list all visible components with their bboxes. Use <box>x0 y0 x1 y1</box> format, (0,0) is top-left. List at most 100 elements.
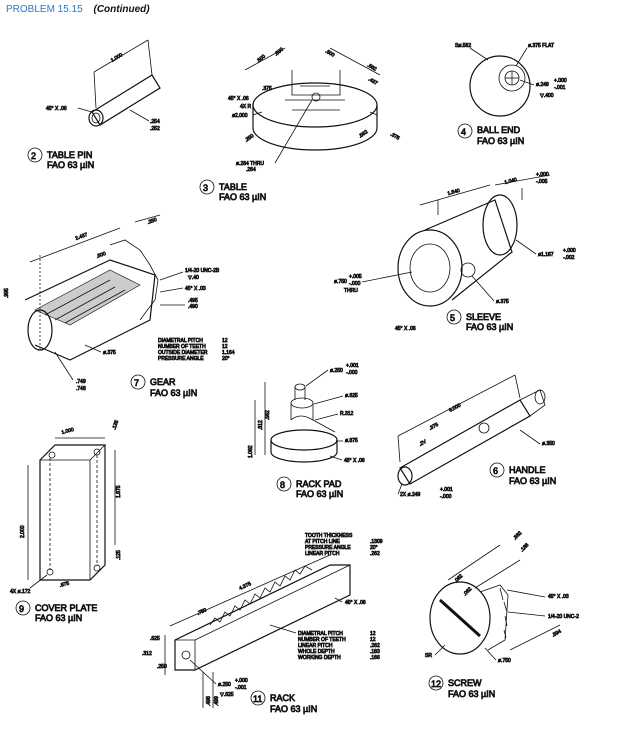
gear-d1: .495 <box>188 298 198 304</box>
part-finish: FAO 63 µIN <box>466 322 513 332</box>
sleeve-hole: ø.375 <box>496 299 509 305</box>
part-number: 3 <box>203 183 208 193</box>
pin-length-dim: 1.000 <box>110 52 124 64</box>
rackpad-chamfer: 45° X .06 <box>344 458 365 464</box>
cover-inset: .875 <box>59 581 70 589</box>
handle-dia: ø.350 <box>542 441 555 447</box>
part-number: 11 <box>253 694 262 704</box>
ball-tol-p: +.000 <box>554 78 567 84</box>
part-name: TABLE PIN <box>47 150 92 160</box>
table-d6: .375 <box>389 132 401 142</box>
part-name: SLEEVE <box>466 312 501 322</box>
gear-od1: .749 <box>76 379 86 385</box>
gear-b: .250 <box>147 217 158 226</box>
ball-tol-m: -.001 <box>554 85 566 91</box>
part-label-2: 2 TABLE PIN FAO 63 µIN <box>27 147 95 170</box>
part-label-7: 7 GEAR FAO 63 µIN <box>130 374 198 398</box>
rack-hole: ø.250 <box>218 682 231 688</box>
rack-e: .498 <box>206 696 212 706</box>
part-label-3: 3 TABLE FAO 63 µIN <box>199 179 267 202</box>
pin-dia2: .252 <box>150 126 160 132</box>
rack-tooth-val: 20° <box>370 545 378 551</box>
part-name: BALL END <box>477 125 521 135</box>
part-number: 2 <box>31 151 36 161</box>
rackpad-tol-m: -.000 <box>346 370 358 376</box>
screw-chamfer: 45° X .03 <box>548 594 569 600</box>
part-finish: FAO 63 µIN <box>296 489 343 499</box>
part-name: RACK PAD <box>296 479 342 489</box>
part-label-5: 5 SLEEVE FAO 63 µIN <box>446 309 514 332</box>
table-thru: ø.264 THRU <box>236 161 264 167</box>
ball-flat: ø.375 FLAT <box>528 43 554 49</box>
handle-a: .375 <box>428 422 440 432</box>
sleeve-chamfer: 45° X .06 <box>395 326 416 332</box>
rack-f: .499 <box>214 696 220 706</box>
part-number: 5 <box>450 313 455 323</box>
gear-chamfer: 45° X .03 <box>185 286 206 292</box>
sleeve-od-m: -.002 <box>563 255 575 261</box>
sleeve-od: ø1.167 <box>538 252 554 258</box>
gear-spec-val: 1.164 <box>222 350 235 356</box>
pin-dia1: .254 <box>150 119 160 125</box>
rack-d: .250 <box>157 664 167 670</box>
gear-spec-key: DIAMETRAL PITCH <box>158 338 203 344</box>
ball-sph: Sø.562 <box>455 43 471 49</box>
part-label-6: 6 HANDLE FAO 63 µIN <box>489 462 557 486</box>
gear-hole: ø.375 <box>103 350 116 356</box>
part-name: COVER PLATE <box>35 603 97 613</box>
rack-spec-key: WORKING DEPTH <box>298 655 341 661</box>
rack-b: .625 <box>150 636 160 642</box>
rack-spec-val: 12 <box>370 631 376 637</box>
gear-len: 2.437 <box>75 232 89 242</box>
rack-spec-table: DIAMETRAL PITCH 12 NUMBER OF TEETH 12 LI… <box>298 631 381 662</box>
table-radius: 4X R <box>240 104 252 110</box>
handle-tol-p: +.001 <box>440 487 453 493</box>
ball-hole: ø.249 <box>536 82 549 88</box>
gear-a: .500 <box>96 251 107 260</box>
screw-sr: SR <box>425 653 432 659</box>
rack-spec-val: .262 <box>370 643 380 649</box>
screw-d4: .062 <box>462 586 473 597</box>
gear-d2: .490 <box>188 304 198 310</box>
rack-chamfer: 45° X .06 <box>345 600 366 606</box>
table-d5: .562 <box>358 129 370 140</box>
table-drawing: .500 .500 .500 .562 .437 .562 .375 .375 … <box>228 46 401 173</box>
rack-tooth-val: .262 <box>370 551 380 557</box>
part-label-4: 4 BALL END FAO 63 µIN <box>457 123 525 146</box>
screw-d1: .562 <box>512 530 523 541</box>
gear-h: .995 <box>4 288 10 298</box>
rack-drawing: 4.375 .750 .625 .312 .250 ø.250 +.000 -.… <box>142 533 383 708</box>
table-pin-drawing: 1.000 45° X .06 .254 .252 <box>46 39 161 132</box>
rack-spec-val: 12 <box>370 637 376 643</box>
sleeve-bore-m: -.000 <box>349 281 361 287</box>
ball-end-drawing: Sø.562 ø.375 FLAT ø.249 +.000 -.001 ▽.40… <box>455 43 567 117</box>
table-d2: .500 <box>324 49 336 59</box>
part-number: 6 <box>493 466 498 476</box>
rack-a: .750 <box>196 607 208 617</box>
gear-thread: 1/4-20 UNC-2B <box>185 268 220 274</box>
part-finish: FAO 63 µIN <box>219 192 266 202</box>
part-finish: FAO 63 µIN <box>270 704 317 714</box>
table-d3: .562 <box>366 63 378 73</box>
rack-c: .312 <box>142 651 152 657</box>
cover-holes: 4X ø.172 <box>10 589 31 595</box>
cover-depth: 2.000 <box>20 525 26 538</box>
part-name: GEAR <box>150 377 176 387</box>
sleeve-thru: THRU <box>344 288 358 294</box>
cover-top: .125 <box>111 419 120 430</box>
part-name: HANDLE <box>509 465 546 475</box>
part-finish: FAO 63 µIN <box>150 388 197 398</box>
rack-tooth-key: PRESSURE ANGLE <box>305 545 351 551</box>
screw-dia: ø.750 <box>498 658 511 664</box>
screw-d2: .188 <box>519 542 530 553</box>
screw-len: .594 <box>551 629 563 639</box>
part-name: SCREW <box>448 678 482 688</box>
sleeve-drawing: 1.540 1.040 +.000 -.005 ø1.167 +.000 -.0… <box>334 172 577 333</box>
rack-tooth-key: LINEAR PITCH <box>305 551 340 557</box>
part-finish: FAO 63 µIN <box>35 613 82 623</box>
gear-spec-key: PRESSURE ANGLE <box>158 356 204 362</box>
gear-spec-val: 12 <box>222 338 228 344</box>
problem-number: PROBLEM 15.15 <box>6 4 83 15</box>
table-d1: .500 <box>255 54 266 65</box>
part-name: TABLE <box>219 182 247 192</box>
